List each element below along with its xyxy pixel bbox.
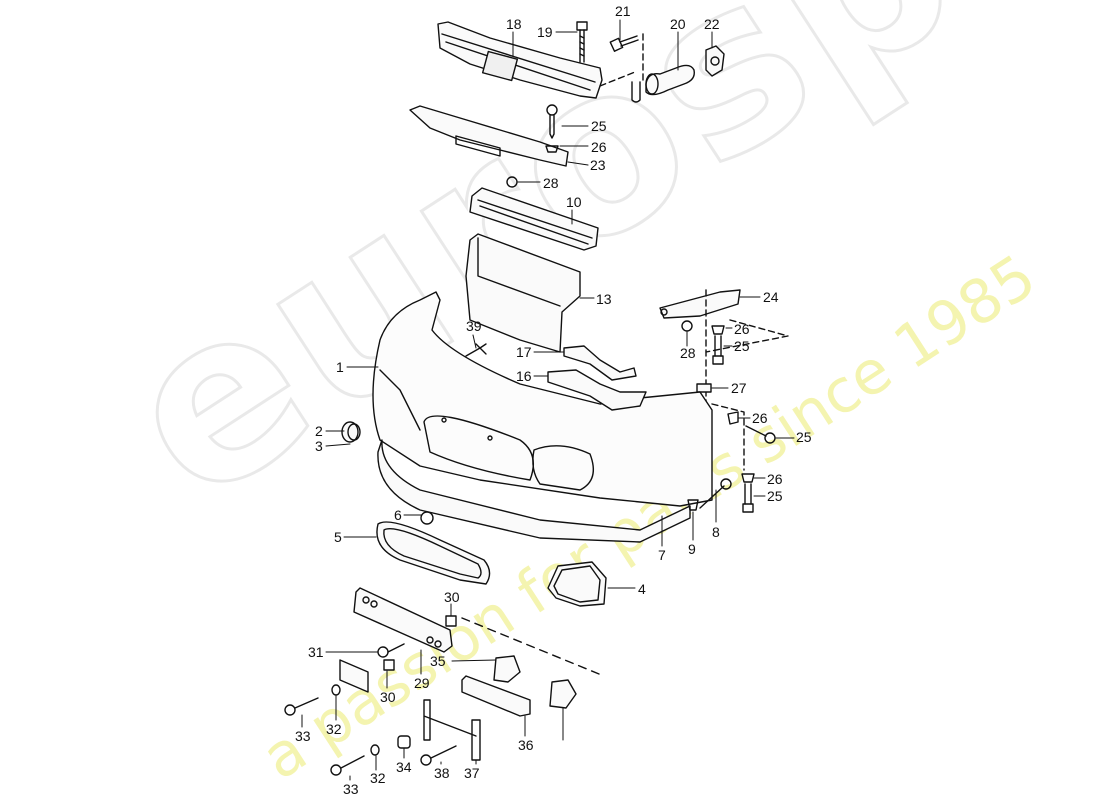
part-21-bolt bbox=[609, 35, 639, 52]
part-33-screw-a bbox=[284, 697, 319, 716]
callout-part-37: 37 bbox=[464, 765, 480, 781]
callout-part-1: 1 bbox=[336, 359, 344, 375]
callout-part-18: 18 bbox=[506, 16, 522, 32]
callout-part-16: 16 bbox=[516, 368, 532, 384]
part-17-guide bbox=[563, 345, 637, 381]
callout-part-34: 34 bbox=[396, 759, 412, 775]
part-25-screw-lower bbox=[742, 483, 754, 513]
callout-part-27: 27 bbox=[731, 380, 747, 396]
part-26-nut-right bbox=[711, 325, 725, 335]
part-6-nut bbox=[420, 511, 434, 525]
callout-part-25: 25 bbox=[591, 118, 607, 134]
callout-part-9: 9 bbox=[688, 541, 696, 557]
part-8-screw bbox=[699, 478, 732, 509]
callout-part-28: 28 bbox=[543, 175, 559, 191]
part-22-gasket bbox=[705, 45, 725, 77]
callout-part-10: 10 bbox=[566, 194, 582, 210]
callout-part-6: 6 bbox=[394, 507, 402, 523]
part-26-nut-mid bbox=[727, 411, 739, 425]
part-18-reinforcement-beam bbox=[437, 21, 603, 99]
part-20-towing-sleeve bbox=[631, 64, 695, 103]
callout-part-33: 33 bbox=[295, 728, 311, 744]
part-mount-right bbox=[549, 679, 577, 709]
callout-part-28: 28 bbox=[680, 345, 696, 361]
part-32-washer-b bbox=[370, 744, 380, 756]
part-27-clip bbox=[696, 383, 712, 393]
part-24-bracket bbox=[659, 289, 741, 319]
part-13-air-duct bbox=[465, 233, 581, 353]
callout-part-7: 7 bbox=[658, 547, 666, 563]
part-19-bolt bbox=[576, 21, 588, 63]
part-28-nut-top bbox=[506, 176, 518, 188]
callout-part-26: 26 bbox=[752, 410, 768, 426]
callout-part-8: 8 bbox=[712, 524, 720, 540]
part-9-nut bbox=[687, 499, 699, 511]
callout-part-30: 30 bbox=[380, 689, 396, 705]
part-29-plate-holder bbox=[353, 587, 453, 653]
part-26-nut-lower bbox=[741, 473, 755, 483]
callout-part-4: 4 bbox=[638, 581, 646, 597]
callout-part-19: 19 bbox=[537, 24, 553, 40]
callout-part-21: 21 bbox=[615, 3, 631, 19]
part-25-screw-right bbox=[712, 335, 724, 365]
part-38-screw bbox=[420, 745, 457, 766]
part-39-clip bbox=[465, 343, 487, 357]
part-35-mount bbox=[493, 655, 521, 683]
part-31-screw bbox=[377, 643, 405, 658]
callout-part-24: 24 bbox=[763, 289, 779, 305]
callout-part-13: 13 bbox=[596, 291, 612, 307]
leader-lines bbox=[301, 19, 795, 781]
callout-part-36: 36 bbox=[518, 737, 534, 753]
part-28-nut-right bbox=[681, 320, 693, 332]
callout-part-33: 33 bbox=[343, 781, 359, 797]
part-23-carrier bbox=[409, 105, 569, 167]
part-34-nut bbox=[397, 735, 411, 749]
callout-part-32: 32 bbox=[326, 721, 342, 737]
part-32-washer-a bbox=[331, 684, 341, 696]
callout-part-25: 25 bbox=[767, 488, 783, 504]
part-4-lamp-frame bbox=[547, 561, 607, 607]
part-30-clip-lower bbox=[383, 659, 395, 671]
part-25-screw-mid bbox=[745, 425, 776, 444]
callout-part-25: 25 bbox=[734, 338, 750, 354]
callout-part-38: 38 bbox=[434, 765, 450, 781]
part-5-grille-surround bbox=[376, 521, 491, 585]
callout-part-29: 29 bbox=[414, 675, 430, 691]
part-33-screw-b bbox=[330, 755, 365, 776]
callout-part-25: 25 bbox=[796, 429, 812, 445]
part-25-screw-top bbox=[546, 104, 558, 139]
callout-part-3: 3 bbox=[315, 438, 323, 454]
callout-part-22: 22 bbox=[704, 16, 720, 32]
callout-part-17: 17 bbox=[516, 344, 532, 360]
part-30-clip-upper bbox=[445, 615, 457, 627]
callout-part-26: 26 bbox=[734, 321, 750, 337]
part-16-guide bbox=[547, 369, 647, 411]
part-plate-piece bbox=[339, 659, 369, 693]
callout-part-23: 23 bbox=[590, 157, 606, 173]
part-26-nut-top bbox=[545, 145, 559, 153]
callout-part-31: 31 bbox=[308, 644, 324, 660]
part-36-strip bbox=[461, 675, 531, 717]
part-37-bracket bbox=[423, 699, 481, 761]
callout-part-26: 26 bbox=[591, 139, 607, 155]
callout-part-35: 35 bbox=[430, 653, 446, 669]
part-7-spoiler-lip bbox=[377, 439, 691, 543]
part-2-plug bbox=[341, 421, 361, 443]
callout-part-26: 26 bbox=[767, 471, 783, 487]
callout-part-2: 2 bbox=[315, 423, 323, 439]
callout-part-30: 30 bbox=[444, 589, 460, 605]
callout-part-5: 5 bbox=[334, 529, 342, 545]
callout-part-20: 20 bbox=[670, 16, 686, 32]
callout-part-39: 39 bbox=[466, 318, 482, 334]
part-1-bumper-cover bbox=[372, 291, 713, 507]
part-10-grille bbox=[469, 187, 599, 251]
callout-part-32: 32 bbox=[370, 770, 386, 786]
